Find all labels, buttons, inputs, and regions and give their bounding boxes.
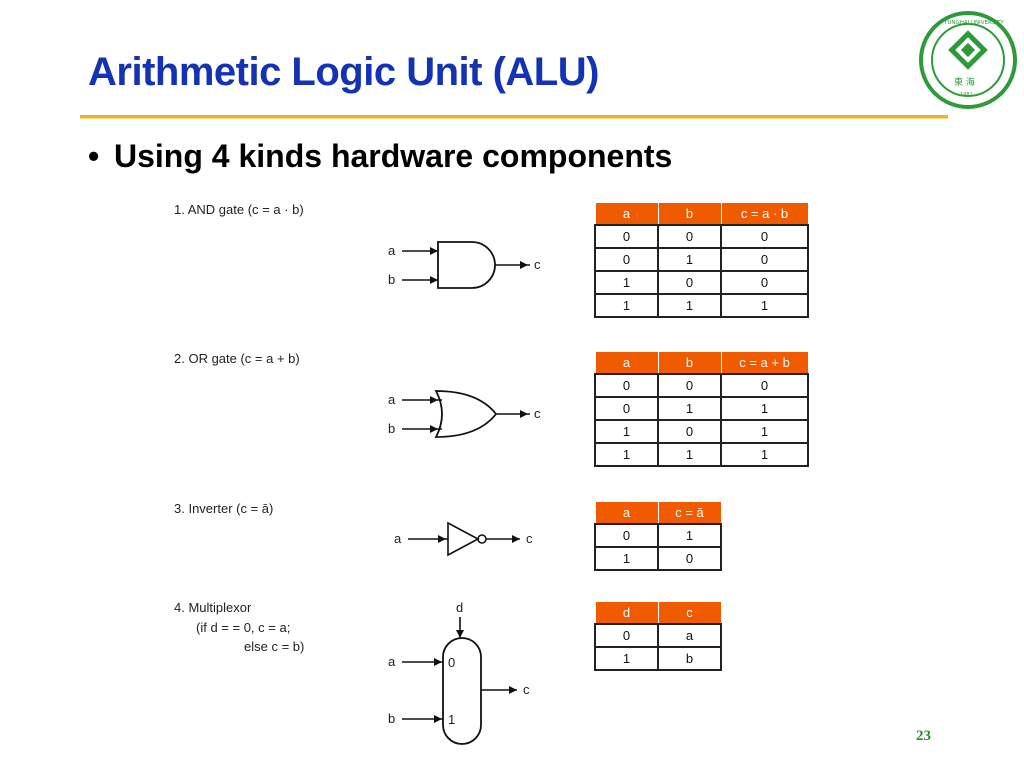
table-cell: 1 bbox=[594, 270, 659, 295]
mux-input-0-mark: 0 bbox=[448, 655, 455, 670]
or-input-b: b bbox=[388, 421, 395, 436]
table-cell: 1 bbox=[720, 419, 809, 444]
table-header: b bbox=[657, 351, 722, 375]
table-cell: 1 bbox=[720, 396, 809, 421]
mux-diagram: d a 0 b 1 c bbox=[388, 600, 530, 745]
table-cell: 1 bbox=[594, 546, 659, 571]
bullet-item: • Using 4 kinds hardware components bbox=[88, 138, 672, 175]
table-header: c bbox=[657, 601, 722, 625]
table-cell: 1 bbox=[657, 442, 722, 467]
table-cell: 1 bbox=[657, 293, 722, 318]
and-gate-label: 1. AND gate (c = a · b) bbox=[174, 202, 304, 217]
table-cell: a bbox=[657, 623, 722, 648]
and-output-c: c bbox=[534, 257, 541, 272]
or-input-a: a bbox=[388, 392, 396, 407]
inverter-diagram: a c bbox=[394, 521, 533, 557]
mux-input-b: b bbox=[388, 711, 395, 726]
table-cell: 0 bbox=[657, 419, 722, 444]
page-number: 23 bbox=[916, 728, 931, 744]
mux-input-a: a bbox=[388, 654, 396, 669]
table-cell: 0 bbox=[594, 523, 659, 548]
table-cell: 0 bbox=[720, 270, 809, 295]
table-cell: 0 bbox=[657, 546, 722, 571]
mux-label-else: else c = b) bbox=[244, 639, 305, 654]
title-underline-highlight bbox=[80, 118, 948, 119]
mux-input-1-mark: 1 bbox=[448, 712, 455, 727]
svg-text:1981: 1981 bbox=[960, 92, 973, 98]
bullet-dot: • bbox=[88, 138, 100, 174]
table-cell: 0 bbox=[720, 373, 809, 398]
table-header: c = a · b bbox=[720, 202, 809, 226]
table-header: a bbox=[594, 202, 659, 226]
table-cell: 0 bbox=[720, 247, 809, 272]
table-cell: 0 bbox=[657, 224, 722, 249]
and-gate-symbol bbox=[437, 241, 496, 289]
or-gate-label: 2. OR gate (c = a + b) bbox=[174, 351, 300, 366]
table-cell: 1 bbox=[594, 293, 659, 318]
university-seal-icon: 東 海 1981 TUNGHAI UNIVERSITY bbox=[919, 11, 1017, 109]
or-gate-diagram: a b c bbox=[388, 390, 541, 438]
table-cell: 1 bbox=[657, 396, 722, 421]
table-cell: 0 bbox=[594, 396, 659, 421]
table-header: d bbox=[594, 601, 659, 625]
bullet-text: Using 4 kinds hardware components bbox=[114, 138, 673, 174]
table-cell: 1 bbox=[594, 442, 659, 467]
table-header: c = ā bbox=[657, 501, 722, 525]
table-cell: 0 bbox=[594, 247, 659, 272]
table-header: c = a + b bbox=[720, 351, 809, 375]
and-input-b: b bbox=[388, 272, 395, 287]
table-cell: 1 bbox=[720, 442, 809, 467]
table-cell: 1 bbox=[594, 646, 659, 671]
table-header: b bbox=[657, 202, 722, 226]
table-cell: 1 bbox=[657, 247, 722, 272]
table-cell: 1 bbox=[657, 523, 722, 548]
slide-title: Arithmetic Logic Unit (ALU) bbox=[88, 50, 599, 94]
table-cell: 0 bbox=[594, 373, 659, 398]
table-cell: 0 bbox=[594, 224, 659, 249]
table-cell: b bbox=[657, 646, 722, 671]
and-input-a: a bbox=[388, 243, 396, 258]
mux-output-c: c bbox=[523, 682, 530, 697]
mux-select-d: d bbox=[456, 600, 463, 615]
table-header: a bbox=[594, 351, 659, 375]
table-cell: 0 bbox=[657, 270, 722, 295]
table-cell: 0 bbox=[657, 373, 722, 398]
table-header: a bbox=[594, 501, 659, 525]
inverter-output-c: c bbox=[526, 531, 533, 546]
inverter-symbol bbox=[447, 521, 480, 557]
inverter-input-a: a bbox=[394, 531, 402, 546]
inverter-label: 3. Inverter (c = ā) bbox=[174, 501, 274, 516]
table-cell: 0 bbox=[720, 224, 809, 249]
mux-label-condition: (if d = = 0, c = a; bbox=[196, 620, 291, 635]
svg-text:TUNGHAI UNIVERSITY: TUNGHAI UNIVERSITY bbox=[943, 20, 1004, 26]
or-gate-symbol bbox=[434, 390, 498, 438]
table-cell: 1 bbox=[720, 293, 809, 318]
or-output-c: c bbox=[534, 406, 541, 421]
and-gate-diagram: a b c bbox=[388, 241, 541, 289]
mux-label: 4. Multiplexor bbox=[174, 600, 252, 615]
mux-symbol bbox=[442, 637, 482, 745]
svg-text:東 海: 東 海 bbox=[954, 76, 975, 88]
table-cell: 0 bbox=[594, 623, 659, 648]
title-underline bbox=[80, 115, 948, 118]
table-cell: 1 bbox=[594, 419, 659, 444]
